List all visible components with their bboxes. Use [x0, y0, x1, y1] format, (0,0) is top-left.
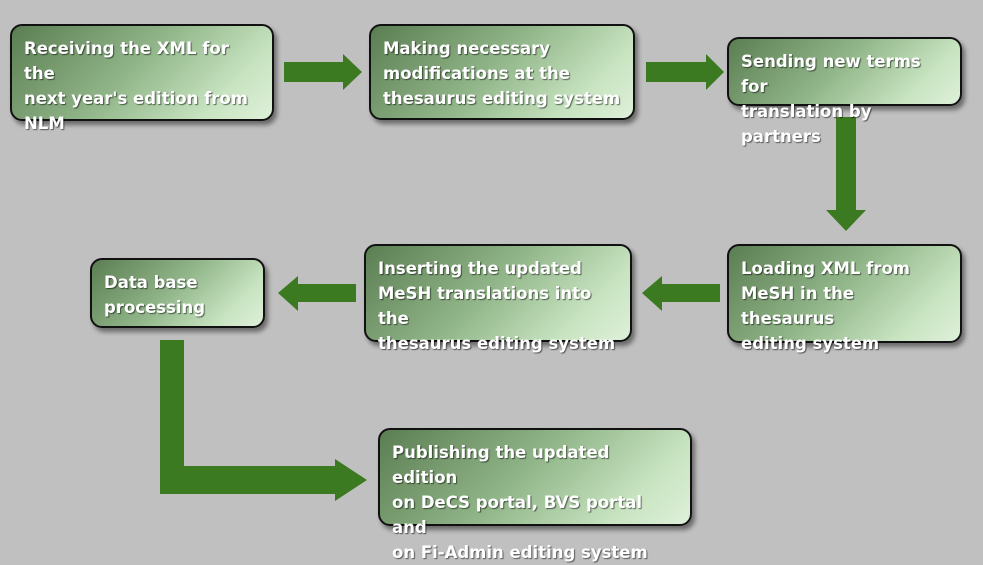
step-process-label: Data base processing [104, 273, 206, 317]
arrows-layer [160, 54, 866, 501]
arrow-send-to-load [826, 117, 866, 231]
arrow-receive-to-modify [284, 54, 362, 90]
step-publish-label: Publishing the updated edition on DeCS p… [392, 443, 648, 562]
step-send-box: Sending new terms for translation by par… [727, 37, 962, 146]
arrow-load-to-insert [642, 276, 720, 311]
step-insert-box: Inserting the updated MeSH translations … [364, 244, 632, 353]
step-process-box: Data base processing [90, 258, 265, 328]
step-load-box: Loading XML from MeSH in the thesaurus e… [727, 244, 962, 353]
arrow-process-to-publish [160, 340, 367, 501]
step-publish-box: Publishing the updated edition on DeCS p… [378, 428, 692, 562]
step-receive-box: Receiving the XML for the next year's ed… [10, 24, 274, 133]
step-modify-box: Making necessary modifications at the th… [369, 24, 635, 120]
arrow-modify-to-send [646, 54, 724, 90]
step-modify-label: Making necessary modifications at the th… [383, 39, 621, 108]
step-load-label: Loading XML from MeSH in the thesaurus e… [741, 259, 910, 353]
step-send-label: Sending new terms for translation by par… [741, 52, 921, 146]
arrow-insert-to-process [278, 276, 356, 311]
step-receive-label: Receiving the XML for the next year's ed… [24, 39, 248, 133]
step-insert-label: Inserting the updated MeSH translations … [378, 259, 616, 353]
